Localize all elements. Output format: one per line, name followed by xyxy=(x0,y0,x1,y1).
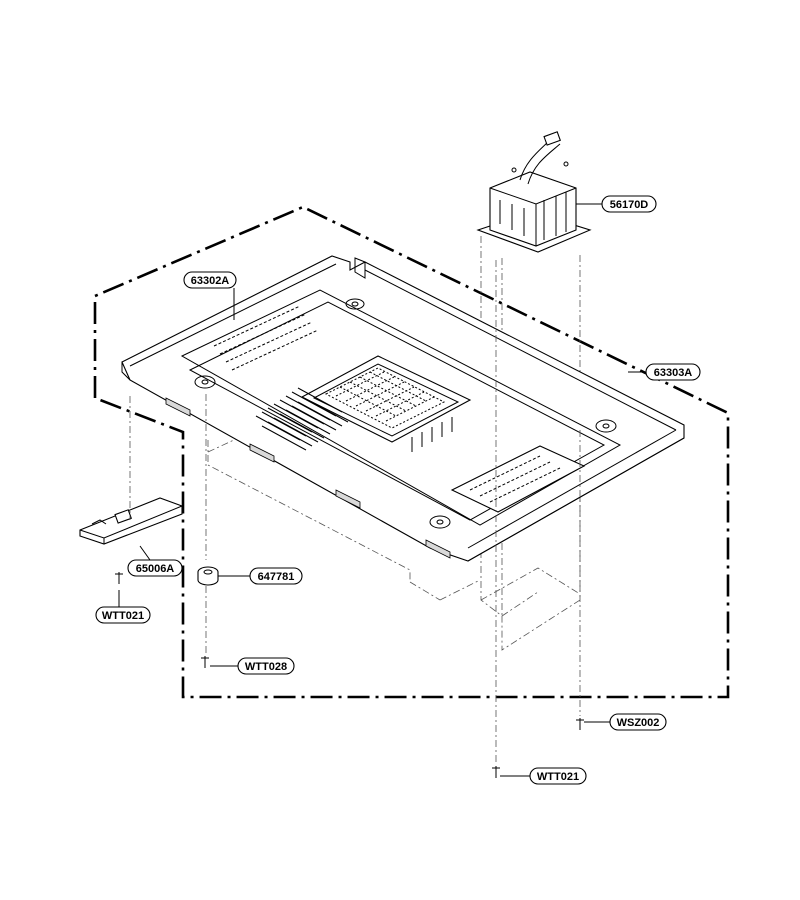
assembly-boundary xyxy=(93,205,730,699)
callout-label: 63303A xyxy=(654,367,693,379)
front-vent-slots xyxy=(255,387,349,451)
callout-63303A: 63303A xyxy=(645,363,701,381)
callout-63302A: 63302A xyxy=(183,271,237,289)
rear-vent-holes xyxy=(213,305,319,371)
callout-WSZ002: WSZ002 xyxy=(609,713,667,731)
callout-WTT028: WTT028 xyxy=(237,657,295,675)
callout-647781: 647781 xyxy=(249,567,303,585)
underside-projection xyxy=(207,401,481,601)
turntable-grid xyxy=(324,367,446,429)
base-plate xyxy=(121,255,685,562)
callout-56170D: 56170D xyxy=(601,195,657,213)
callout-label: 65006A xyxy=(136,563,175,575)
callout-label: WTT028 xyxy=(245,661,287,673)
callout-WTT021-bracket: WTT021 xyxy=(95,606,151,624)
callout-label: 56170D xyxy=(610,199,649,211)
callout-WTT021-transformer: WTT021 xyxy=(529,767,587,785)
callout-label: 63302A xyxy=(191,275,230,287)
callout-65006A: 65006A xyxy=(127,559,183,577)
callout-label: WTT021 xyxy=(102,610,144,622)
foot-647781 xyxy=(197,566,219,586)
callout-label: WTT021 xyxy=(537,771,579,783)
transformer xyxy=(476,131,592,253)
callout-label: 647781 xyxy=(258,571,295,583)
right-vent-holes xyxy=(411,417,586,513)
alignment-lines xyxy=(129,260,581,764)
screw-icon xyxy=(115,572,584,778)
leader-lines xyxy=(118,203,648,777)
bracket-65006A xyxy=(79,497,183,545)
callout-label: WSZ002 xyxy=(617,717,660,729)
